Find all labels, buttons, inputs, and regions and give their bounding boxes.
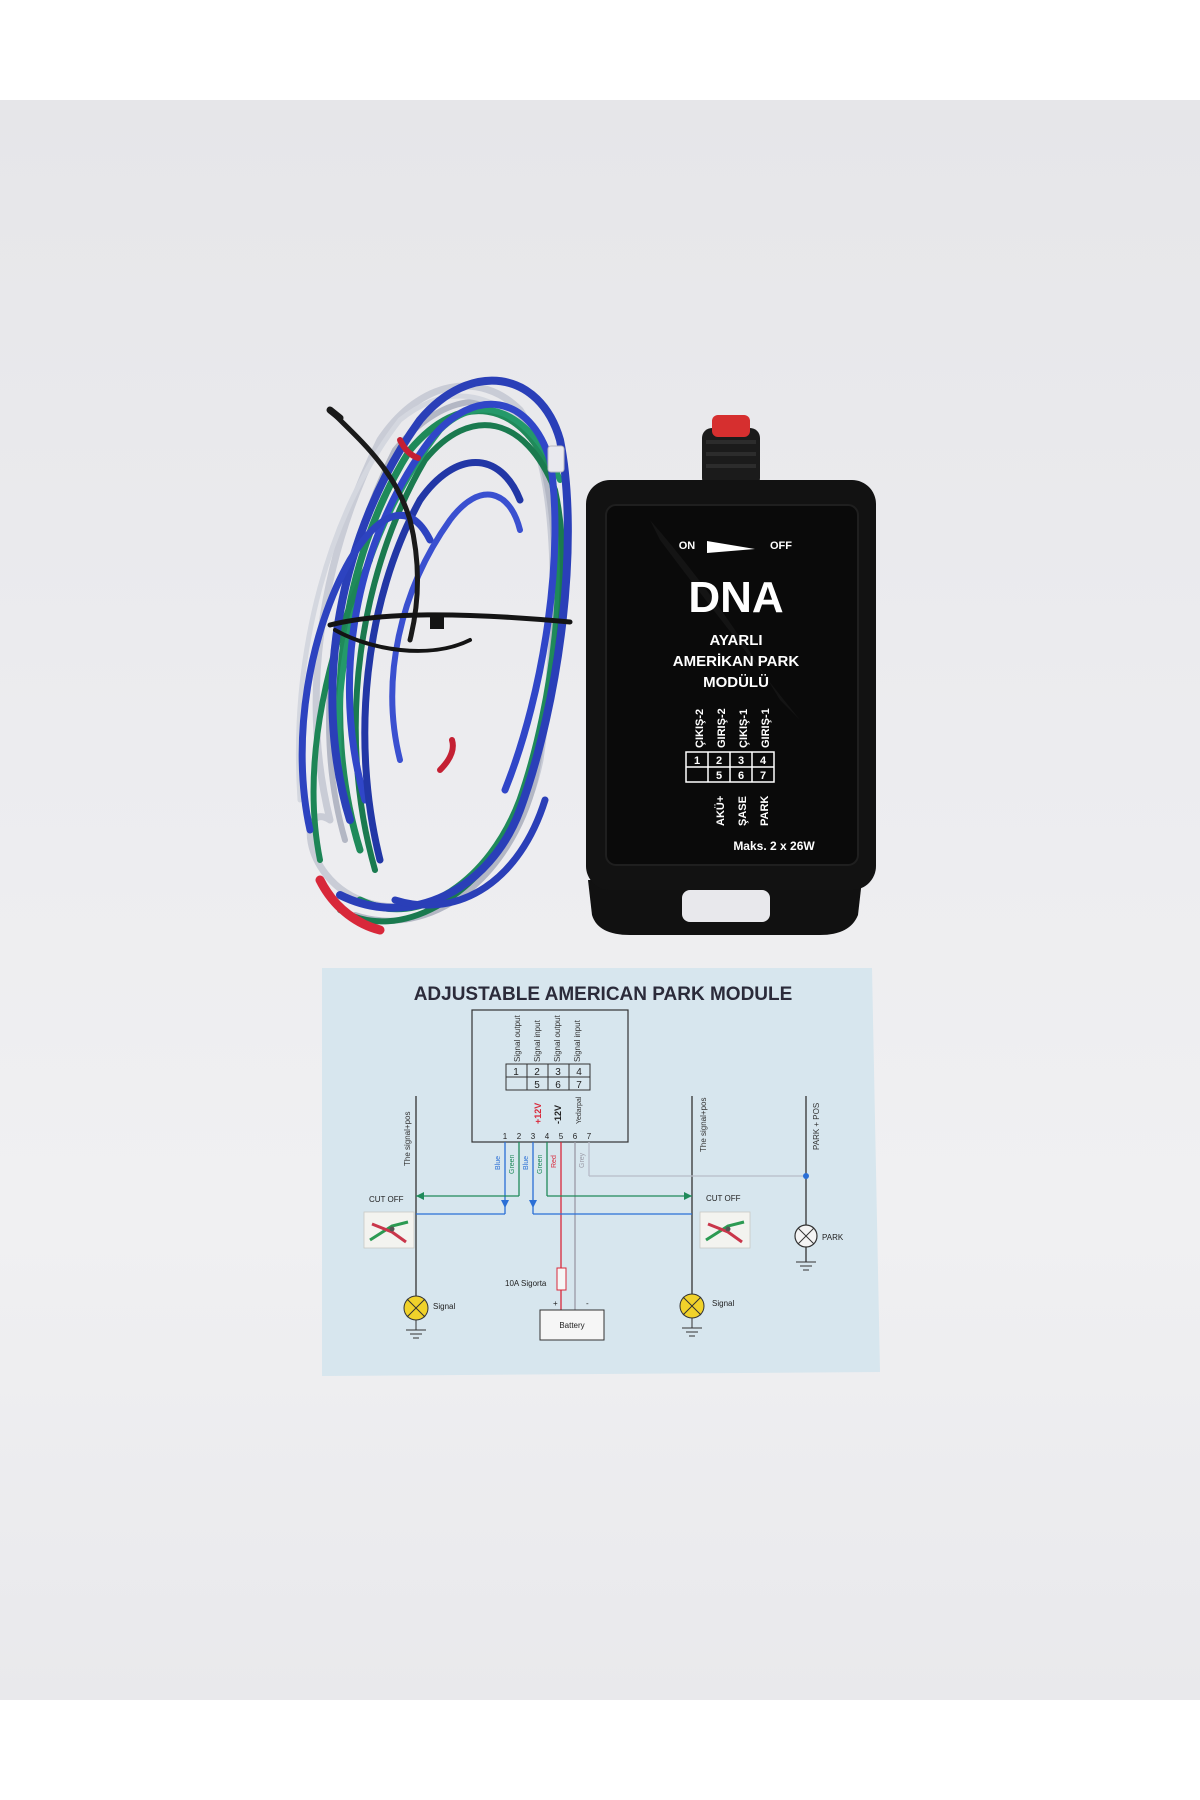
brand-logo: DNA: [688, 573, 783, 622]
module-title-line2: AMERİKAN PARK: [673, 653, 800, 670]
cut-off-left-label: CUT OFF: [369, 1195, 404, 1204]
card-background: [322, 968, 880, 1376]
wire-bundle: [295, 376, 573, 935]
ground-icon: [796, 1261, 816, 1271]
diagram-pin-label-2: Signal input: [533, 1019, 542, 1062]
module-title-line1: AYARLI: [709, 632, 762, 649]
park-pos-label: PARK + POS: [812, 1103, 821, 1150]
diagram-pin-label-1: Signal output: [513, 1015, 522, 1062]
pin-5: 5: [716, 770, 722, 782]
diagram-pin-label-4: Signal input: [573, 1019, 582, 1062]
diagram-park-input: Yedarpal: [576, 1096, 583, 1124]
switch-off-label: OFF: [770, 540, 792, 552]
arrow-icon: [529, 1200, 537, 1208]
pin-4: 4: [760, 755, 767, 767]
left-signal-label: The signal+pos: [403, 1112, 412, 1166]
diagram-pin-label-3: Signal output: [553, 1015, 562, 1062]
module-label: [605, 504, 859, 866]
diagram-wire-pin-2: 2: [517, 1132, 522, 1141]
diagram-wire-pin-3: 3: [531, 1132, 536, 1141]
fuse-icon: [556, 1267, 567, 1291]
battery-plus: +: [553, 1299, 558, 1308]
diagram-plus12v: +12V: [533, 1103, 543, 1124]
right-signal-label: The signal+pos: [699, 1098, 708, 1152]
wiring-diagram-card: ADJUSTABLE AMERICAN PARK MODULE Signal o…: [322, 968, 880, 1376]
wire-label-2: Green: [509, 1154, 516, 1174]
park-lamp-label: PARK: [822, 1233, 844, 1242]
pliers-icon: [363, 1211, 415, 1249]
module-title-line3: MODÜLÜ: [703, 674, 769, 691]
battery-label: Battery: [559, 1321, 584, 1330]
diagram-wire-pin-4: 4: [545, 1132, 550, 1141]
diagram-wire-pin-6: 6: [573, 1132, 578, 1141]
max-rating: Maks. 2 x 26W: [733, 839, 815, 853]
wire-label-5: Red: [551, 1155, 558, 1168]
signal-right-label: Signal: [712, 1299, 734, 1308]
wire-label-1: Blue: [495, 1156, 502, 1170]
pin-label-2: GIRIŞ-2: [716, 708, 728, 748]
diagram-title: ADJUSTABLE AMERICAN PARK MODULE: [414, 984, 793, 1005]
battery-icon: [539, 1309, 605, 1341]
pin-label-4: GIRIŞ-1: [760, 708, 772, 748]
diagram-module-box: [471, 1009, 629, 1143]
pin-label-1: ÇIKIŞ-2: [694, 709, 706, 748]
signal-left-label: Signal: [433, 1302, 455, 1311]
pin-7: 7: [760, 770, 766, 782]
diagram-minus12v: -12V: [553, 1105, 563, 1124]
diagram-wire-pin-1: 1: [503, 1132, 508, 1141]
park-lamp-icon: [794, 1224, 818, 1248]
wire-label-6: Grey: [579, 1152, 586, 1168]
pin-label-5: AKÜ+: [714, 796, 727, 826]
fuse-label: 10A Sigorta: [505, 1279, 547, 1288]
pin-2: 2: [716, 755, 722, 767]
pin-1: 1: [694, 755, 700, 767]
pin-label-6: ŞASE: [737, 796, 749, 826]
wire-label-3: Blue: [523, 1156, 530, 1170]
diagram-pin-6: 6: [555, 1080, 561, 1091]
diagram-pin-5: 5: [534, 1080, 540, 1091]
pin-6: 6: [738, 770, 744, 782]
adjust-ramp-icon: [707, 541, 755, 553]
wire-label-4: Green: [537, 1154, 544, 1174]
diagram-pin-4: 4: [576, 1067, 582, 1078]
ground-icon: [682, 1318, 702, 1337]
pin-label-3: ÇIKIŞ-1: [738, 709, 750, 748]
mounting-slot: [682, 890, 770, 922]
signal-lamp-icon: [403, 1295, 429, 1321]
diagram-pin-1: 1: [513, 1067, 519, 1078]
switch-on-label: ON: [679, 540, 696, 552]
diagram-pin-grid: [505, 1063, 591, 1091]
pin-3: 3: [738, 755, 744, 767]
pliers-icon: [699, 1211, 751, 1249]
diagram-pin-7: 7: [576, 1080, 582, 1091]
ground-icon: [406, 1320, 426, 1339]
diagram-wire-pin-7: 7: [587, 1132, 592, 1141]
park-junction-dot: [803, 1173, 809, 1179]
pin-label-7: PARK: [759, 796, 771, 826]
knob-red-tip: [712, 415, 750, 437]
diagram-wire-pin-5: 5: [559, 1132, 564, 1141]
cut-off-right-label: CUT OFF: [706, 1194, 741, 1203]
battery-minus: -: [586, 1299, 589, 1308]
signal-lamp-icon: [679, 1293, 705, 1319]
diagram-pin-2: 2: [534, 1067, 540, 1078]
arrow-icon: [416, 1192, 424, 1200]
park-module: ON OFF DNA AYARLI AMERİKAN PARK MODÜLÜ Ç…: [586, 415, 876, 935]
diagram-pin-3: 3: [555, 1067, 561, 1078]
arrow-icon: [501, 1200, 509, 1208]
arrow-icon: [684, 1192, 692, 1200]
module-pin-grid: [685, 751, 775, 783]
